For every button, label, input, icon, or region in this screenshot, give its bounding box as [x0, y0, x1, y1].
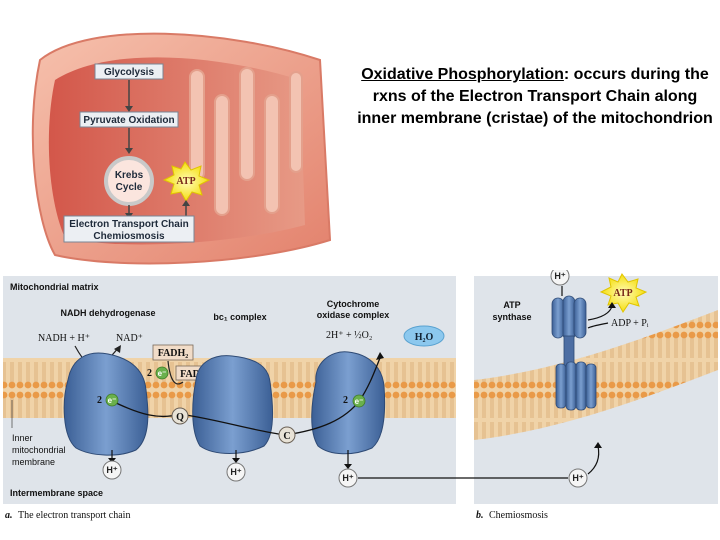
electron-b	[155, 366, 169, 380]
atp-synthase-protein	[551, 295, 597, 411]
h-ion-2-label: H⁺	[230, 467, 241, 477]
h-ion-3	[338, 468, 358, 488]
c-label: C	[283, 431, 290, 442]
h-ion-bottom-label: H⁺	[572, 473, 583, 483]
etc-diagram: Mitochondrial matrix NADH dehydrogenase …	[3, 270, 718, 521]
cytochrome-label-2: oxidase complex	[317, 310, 390, 320]
nadh-h-label: NADH + H⁺	[38, 333, 90, 344]
adp-pi-label: ADP + Pᵢ	[611, 318, 649, 329]
nad-label: NAD⁺	[116, 333, 143, 344]
h-ion-top	[550, 270, 570, 286]
krebs-label-2: Cycle	[116, 182, 143, 193]
pyruvate-oxidation-label: Pyruvate Oxidation	[83, 115, 174, 126]
fadh2-label: FADH₂	[158, 348, 189, 359]
cytochrome-c	[278, 426, 296, 444]
cristae-folds	[189, 67, 303, 216]
electron-b-label: e⁻	[158, 369, 167, 378]
h-ion-1-label: H⁺	[106, 465, 117, 475]
cytochrome-oxidase-protein	[311, 351, 386, 455]
h-ion-3-label: H⁺	[342, 473, 353, 483]
krebs-cycle-circle	[104, 156, 154, 206]
inner-membrane-label-3: membrane	[12, 457, 55, 467]
krebs-label-1: Krebs	[115, 170, 144, 181]
h-ion-bottom	[568, 468, 588, 488]
h-ion-1	[102, 460, 122, 480]
h-ion-top-label: H⁺	[554, 271, 565, 281]
h-ion-2	[226, 462, 246, 482]
atp-synthase-label-1: ATP	[503, 300, 520, 310]
caption-b: Chemiosmosis	[489, 510, 548, 521]
bc1-complex-label: bc₁ complex	[213, 312, 266, 322]
nadh-dehydrogenase-protein	[63, 352, 149, 456]
two-label-a: 2	[97, 395, 102, 406]
atp-label-inset: ATP	[176, 176, 195, 187]
title-rest: : occurs during the rxns of the Electron…	[357, 66, 713, 127]
electron-c	[352, 394, 366, 408]
cytochrome-label-1: Cytochrome	[327, 299, 380, 309]
fad-label: FAD	[180, 369, 200, 380]
two-h-o2-label: 2H⁺ + ½O₂	[326, 330, 372, 341]
fadh2-box	[152, 344, 194, 361]
title-underlined: Oxidative Phosphorylation	[361, 66, 564, 83]
q-label: Q	[176, 412, 184, 423]
matrix-label: Mitochondrial matrix	[10, 282, 99, 292]
intermembrane-label: Intermembrane space	[10, 488, 103, 498]
etc-label: Electron Transport Chain	[69, 219, 188, 230]
h2o-bubble	[403, 325, 445, 347]
inner-membrane-label-1: Inner	[12, 433, 33, 443]
ubiquinone-q	[171, 407, 189, 425]
bc1-complex-protein	[192, 355, 273, 454]
chemiosmosis-label: Chemiosmosis	[93, 231, 165, 242]
etc-chemiosmosis-box	[63, 215, 195, 243]
mitochondrion-inset: Glycolysis Pyruvate Oxidation Krebs Cycl…	[31, 32, 332, 265]
caption-b-letter: b.	[476, 510, 484, 521]
two-label-b: 2	[147, 368, 152, 379]
electron-c-label: e⁻	[355, 397, 364, 406]
caption-a: The electron transport chain	[18, 510, 130, 521]
inner-membrane-label-2: mitochondrial	[12, 445, 66, 455]
slide-title: Oxidative Phosphorylation: occurs during…	[352, 64, 718, 130]
electron-a-label: e⁻	[108, 396, 117, 405]
glycolysis-label: Glycolysis	[104, 67, 154, 78]
glycolysis-box	[94, 63, 164, 80]
electron-a	[105, 393, 119, 407]
nadh-dehydrogenase-label: NADH dehydrogenase	[60, 308, 155, 318]
pyruvate-oxidation-box	[79, 111, 179, 128]
h2o-label: H₂O	[415, 332, 434, 343]
caption-a-letter: a.	[5, 510, 13, 521]
atp-label-b: ATP	[613, 288, 632, 299]
two-label-c: 2	[343, 395, 348, 406]
atp-synthase-label-2: synthase	[492, 312, 531, 322]
